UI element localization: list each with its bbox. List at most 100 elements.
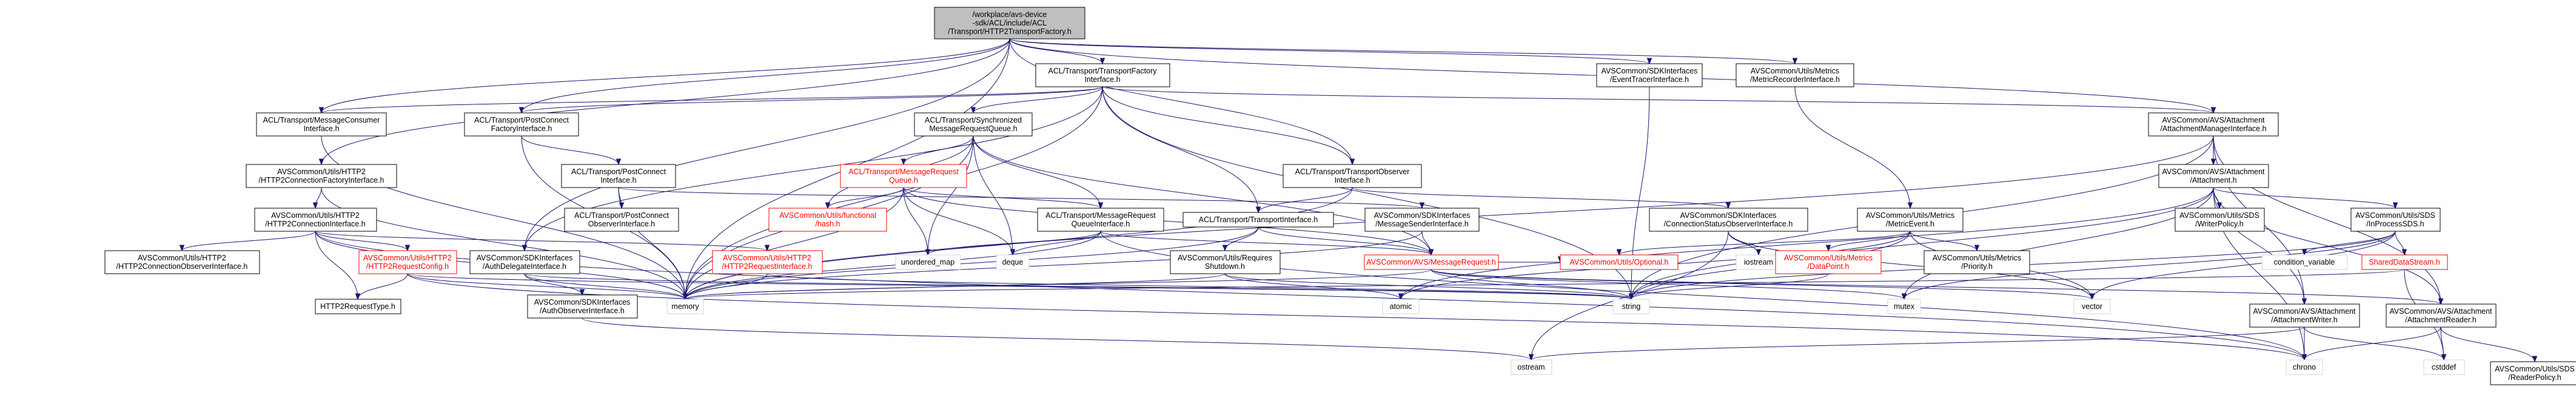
node-aw[interactable]: AVSCommon/AVS/Attachment/AttachmentWrite… — [2249, 303, 2360, 328]
node-ami[interactable]: AVSCommon/AVS/Attachment/AttachmentManag… — [2148, 112, 2279, 137]
arrowhead — [522, 245, 528, 252]
node-label: AVSCommon/Utils/Metrics — [1866, 211, 1954, 220]
edge — [1794, 86, 1913, 209]
arrowhead — [2441, 354, 2447, 361]
node-label: AVSCommon/Utils/Optional.h — [1569, 258, 1668, 266]
node-pcoi[interactable]: ACL/Transport/PostConnectObserverInterfa… — [564, 208, 679, 232]
edge-mrqq-to-func — [827, 187, 904, 209]
edge-mev-to-opt — [1618, 231, 1911, 256]
node-label: /InProcessSDS.h — [2366, 220, 2424, 228]
edge-ttf-to-smrq — [973, 86, 1103, 113]
node-box — [561, 164, 676, 188]
node-chrono: chrono — [2286, 359, 2323, 375]
node-amr[interactable]: AVSCommon/AVS/MessageRequest.h — [1364, 254, 1499, 270]
node-label: /Transport/HTTP2TransportFactory.h — [948, 27, 1072, 36]
edge-ttr-to-memory — [685, 226, 1259, 300]
node-box — [2286, 359, 2323, 375]
edge-ttr-to-rsd — [1224, 226, 1259, 251]
node-h2cfi[interactable]: AVSCommon/Utils/HTTP2/HTTP2ConnectionFac… — [246, 164, 397, 188]
node-h2ri[interactable]: AVSCommon/Utils/HTTP2/HTTP2RequestInterf… — [712, 250, 823, 274]
node-pcfi[interactable]: ACL/Transport/PostConnectFactoryInterfac… — [464, 112, 579, 137]
node-mrqi[interactable]: ACL/Transport/MessageRequestQueueInterfa… — [1037, 208, 1164, 232]
node-h2coi[interactable]: AVSCommon/Utils/HTTP2/HTTP2ConnectionObs… — [104, 250, 260, 274]
node-h2rc[interactable]: AVSCommon/Utils/HTTP2/HTTP2RequestConfig… — [358, 250, 457, 274]
node-ipsds[interactable]: AVSCommon/Utils/SDS/InProcessSDS.h — [2350, 208, 2441, 232]
edge — [1009, 38, 1798, 65]
node-box — [254, 208, 377, 232]
edge — [1009, 38, 1105, 65]
node-label: AVSCommon/AVS/Attachment — [2162, 116, 2265, 124]
edge — [524, 273, 1634, 300]
node-label: ostream — [1517, 363, 1545, 371]
edge-att-to-aw — [2213, 187, 2305, 305]
node-label: ACL/Transport/TransportObserver — [1295, 168, 1410, 176]
edge — [825, 187, 904, 209]
node-ar[interactable]: AVSCommon/AVS/Attachment/AttachmentReade… — [2386, 303, 2497, 328]
node-cv: condition_variable — [2261, 254, 2348, 270]
node-h2rt[interactable]: HTTP2RequestType.h — [315, 299, 401, 314]
node-dp[interactable]: AVSCommon/Utils/Metrics/DataPoint.h — [1775, 250, 1882, 274]
edge — [925, 135, 974, 256]
node-sds[interactable]: SharedDataStream.h — [2361, 254, 2448, 270]
node-smrq[interactable]: ACL/Transport/SynchronizedMessageRequest… — [914, 112, 1033, 137]
node-box — [1382, 299, 1420, 314]
node-box — [2490, 361, 2576, 385]
node-ttoi[interactable]: ACL/Transport/TransportObserverInterface… — [1283, 164, 1422, 188]
node-aoi[interactable]: AVSCommon/SDKInterfaces/AuthObserverInte… — [527, 294, 638, 319]
node-label: AVSCommon/Utils/HTTP2 — [138, 254, 226, 262]
node-ttr[interactable]: ACL/Transport/TransportInterface.h — [1182, 212, 1334, 228]
node-rp[interactable]: AVSCommon/Utils/SDS/ReaderPolicy.h — [2490, 361, 2576, 385]
node-mev[interactable]: AVSCommon/Utils/Metrics/MetricEvent.h — [1857, 208, 1964, 232]
arrowhead — [619, 202, 625, 209]
edge-ipsds-to-mutex — [1903, 231, 2396, 300]
node-msi[interactable]: AVSCommon/SDKInterfaces/MessageSenderInt… — [1364, 208, 1480, 232]
arrowhead — [764, 245, 770, 252]
edge — [903, 187, 1104, 209]
node-label: deque — [1002, 258, 1024, 266]
arrowhead — [2216, 202, 2222, 209]
node-label: /HTTP2ConnectionInterface.h — [265, 220, 365, 228]
arrowhead — [518, 107, 525, 114]
node-label: /hash.h — [815, 220, 840, 228]
node-mrec[interactable]: AVSCommon/Utils/Metrics/MetricRecorderIn… — [1736, 63, 1854, 87]
arrowhead — [318, 158, 324, 166]
node-box — [2249, 303, 2360, 328]
node-label: -sdk/ACL/include/ACL — [973, 19, 1047, 27]
node-csoi[interactable]: AVSCommon/SDKInterfaces/ConnectionStatus… — [1649, 208, 1808, 232]
arrowhead — [404, 245, 411, 252]
edge — [1102, 86, 1355, 166]
node-label: ACL/Transport/MessageConsumer — [263, 116, 380, 124]
node-ttf[interactable]: ACL/Transport/TransportFactoryInterface.… — [1035, 63, 1170, 87]
node-prio[interactable]: AVSCommon/Utils/Metrics/Priority.h — [1924, 250, 2030, 274]
node-box — [1887, 299, 1921, 314]
node-wp[interactable]: AVSCommon/Utils/SDS/WriterPolicy.h — [2175, 208, 2265, 232]
node-h2ci[interactable]: AVSCommon/Utils/HTTP2/HTTP2ConnectionInt… — [254, 208, 377, 232]
edges-layer — [179, 38, 2538, 363]
edge-dp-to-string — [1631, 273, 1829, 300]
node-label: Interface.h — [1084, 75, 1120, 84]
edge — [321, 187, 688, 300]
node-label: Queue.h — [889, 176, 918, 185]
arrowhead — [2301, 298, 2307, 305]
node-etrace[interactable]: AVSCommon/SDKInterfaces/EventTracerInter… — [1596, 63, 1703, 87]
arrowhead — [1901, 293, 1907, 300]
node-label: /ConnectionStatusObserverInterface.h — [1664, 220, 1793, 228]
edge — [682, 187, 904, 300]
node-adi[interactable]: AVSCommon/SDKInterfaces/AuthDelegateInte… — [469, 250, 580, 274]
node-func[interactable]: AVSCommon/Utils/functional/hash.h — [768, 208, 887, 232]
node-label: /WriterPolicy.h — [2195, 220, 2243, 228]
node-label: AVSCommon/Utils/Requires — [1178, 254, 1272, 262]
node-mrqq[interactable]: ACL/Transport/MessageRequestQueue.h — [840, 164, 967, 188]
edge-amr-to-ar — [1431, 269, 2441, 305]
nodes-layer: /workplace/avs-device-sdk/ACL/include/AC… — [104, 7, 2576, 385]
edge-amr-to-memory — [685, 269, 1432, 300]
node-root[interactable]: /workplace/avs-device-sdk/ACL/include/AC… — [934, 7, 1085, 39]
edge-pcfi-to-pci — [521, 135, 619, 165]
arrowhead — [1099, 58, 1105, 65]
node-att[interactable]: AVSCommon/AVS/Attachment/Attachment.h — [2158, 164, 2269, 188]
node-opt[interactable]: AVSCommon/Utils/Optional.h — [1560, 254, 1679, 270]
